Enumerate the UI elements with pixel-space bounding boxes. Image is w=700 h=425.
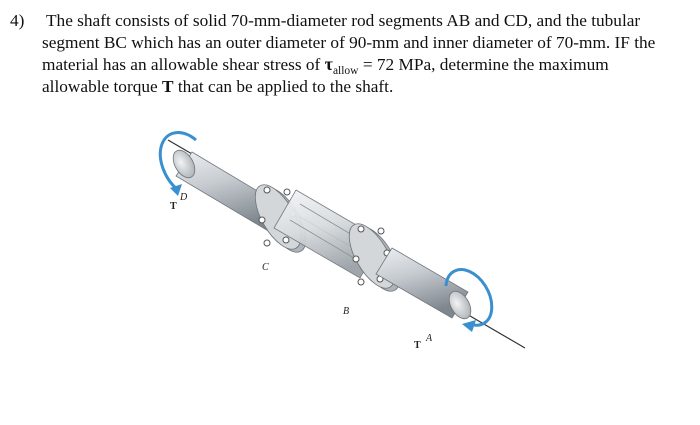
- shaft-drawing: [158, 131, 526, 349]
- tau-subscript: allow: [332, 65, 359, 77]
- torque-arrow-a: [444, 268, 494, 332]
- line-3-text: material has an allowable shear stress o…: [42, 55, 325, 74]
- point-label-c: C: [262, 262, 269, 273]
- line-4-text: allowable torque: [42, 77, 162, 96]
- problem-line-2: segment BC which has an outer diameter o…: [42, 33, 656, 52]
- rod-end-d: [172, 149, 196, 179]
- point-label-d: D: [180, 192, 188, 203]
- line-4-tail: that can be applied to the shaft.: [173, 77, 394, 96]
- tau-symbol: τ: [324, 54, 333, 74]
- shaft-figure: T D C B T A: [150, 128, 550, 368]
- point-label-b: B: [343, 306, 350, 317]
- problem-line-3: material has an allowable shear stress o…: [42, 54, 609, 79]
- torque-label-top: T: [170, 201, 177, 212]
- problem-line-4: allowable torque T that can be applied t…: [42, 76, 393, 98]
- torque-arrow-d: [158, 131, 197, 196]
- problem-number: 4): [10, 11, 25, 30]
- rod-segment-ab: [375, 247, 472, 320]
- point-label-a: A: [426, 333, 433, 344]
- torque-label-bottom: T: [414, 340, 421, 351]
- problem-line-1: The shaft consists of solid 70-mm-diamet…: [46, 11, 641, 30]
- line-3-value: = 72 MPa, determine the maximum: [358, 55, 609, 74]
- torque-symbol: T: [161, 77, 174, 96]
- rod-end-a: [448, 290, 472, 320]
